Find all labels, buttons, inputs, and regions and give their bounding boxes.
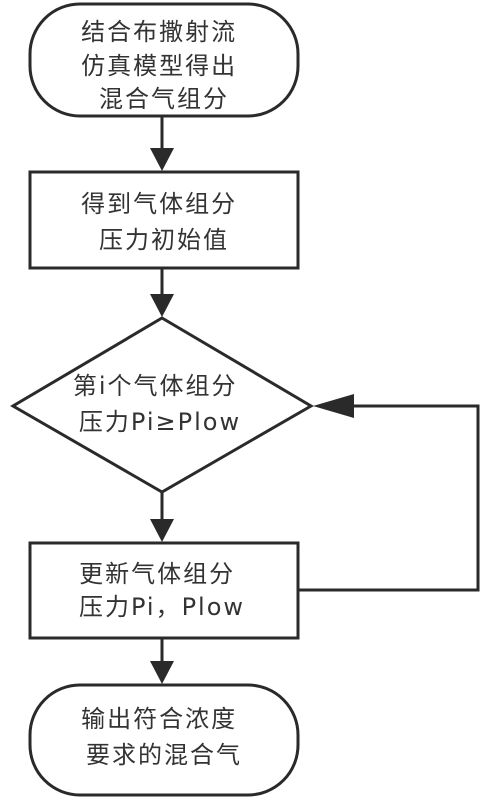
check-pressure-label-line-1: 第i个气体组分 — [73, 372, 238, 400]
start-label-line-2: 仿真模型得出 — [81, 52, 237, 80]
init-pressure-process-shape — [28, 170, 300, 270]
update-pressure-label: 更新气体组分 压力Pi，Plow — [79, 560, 245, 621]
edge-loop-back-update-to-check — [298, 394, 480, 592]
update-pressure-process-shape — [28, 541, 300, 640]
start-label: 结合布撒射流 仿真模型得出 混合气组分 — [81, 18, 247, 113]
start-label-line-1: 结合布撒射流 — [81, 18, 237, 46]
start-label-line-3: 混合气组分 — [99, 85, 229, 113]
end-terminator-shape — [28, 683, 300, 797]
update-pressure-label-line-1: 更新气体组分 — [79, 560, 235, 588]
init-pressure-label: 得到气体组分 压力初始值 — [81, 190, 247, 254]
init-pressure-label-line-1: 得到气体组分 — [81, 190, 237, 218]
init-pressure-label-line-2: 压力初始值 — [99, 226, 229, 254]
end-label-line-1: 输出符合浓度 — [81, 705, 237, 733]
check-pressure-label: 第i个气体组分 压力Pi≥Plow — [73, 372, 247, 436]
check-pressure-decision-shape — [10, 316, 314, 494]
edge-start-to-init — [150, 116, 174, 171]
check-pressure-label-line-2: 压力Pi≥Plow — [79, 408, 241, 436]
edge-check-to-update — [150, 492, 174, 542]
start-terminator-shape — [28, 2, 300, 118]
end-label-line-2: 要求的混合气 — [86, 741, 242, 769]
edge-init-to-check — [150, 268, 174, 317]
update-pressure-label-line-2: 压力Pi，Plow — [79, 593, 245, 621]
end-label: 输出符合浓度 要求的混合气 — [81, 705, 247, 769]
edge-update-to-end — [150, 638, 174, 684]
